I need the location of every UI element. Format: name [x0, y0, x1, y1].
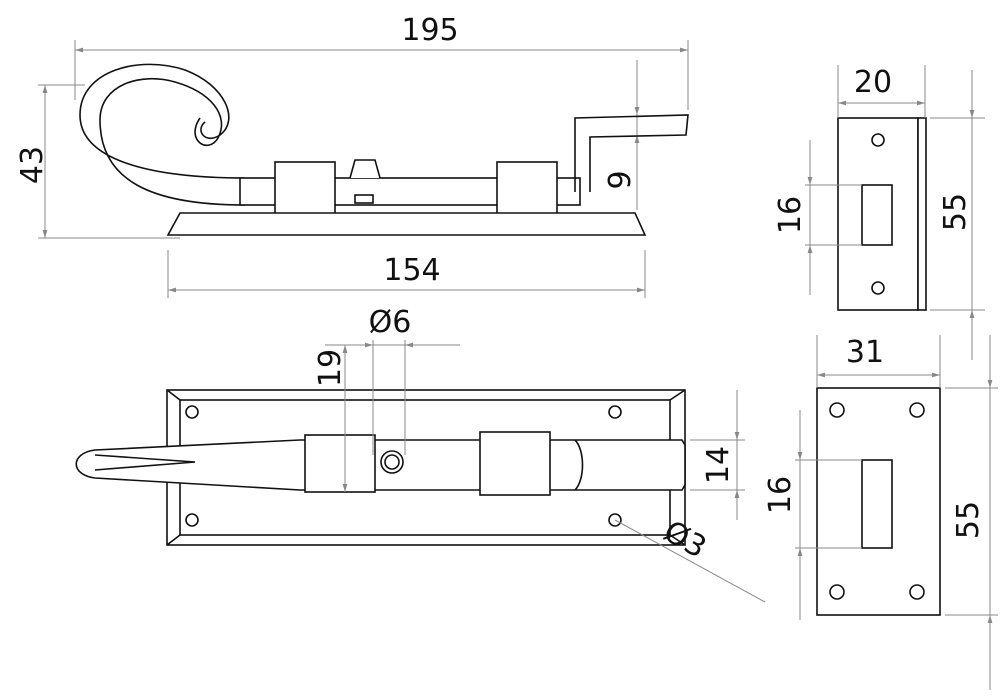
dim-16-label: 16 — [773, 196, 808, 234]
dim-43-label: 43 — [15, 146, 50, 184]
leader-screw-hole — [614, 519, 766, 603]
dim-9-label: 9 — [603, 170, 638, 189]
dim-55b-label: 55 — [951, 501, 986, 539]
side-view: 195 43 9 154 — [15, 13, 689, 298]
dim-20-label: 20 — [854, 65, 892, 100]
dim-31-label: 31 — [846, 335, 884, 370]
dim-14-label: 14 — [701, 446, 736, 484]
dim-55-label: 55 — [938, 193, 973, 231]
keep-front-view: 31 16 55 — [763, 335, 998, 690]
hook-handle — [79, 63, 246, 206]
dim-195-label: 195 — [401, 13, 458, 48]
bracket-right — [496, 161, 558, 216]
keep-side-view: 20 16 55 — [773, 65, 985, 360]
dim-154-label: 154 — [383, 253, 440, 288]
knob — [349, 159, 381, 179]
base-plate — [166, 212, 647, 236]
handle-end — [574, 114, 689, 192]
bracket-left — [274, 161, 336, 216]
top-view: Ø6 19 14 Ø3 — [75, 305, 766, 603]
dim-19-label: 19 — [313, 349, 348, 387]
dim-dia6-label: Ø6 — [369, 305, 412, 340]
dim-16b-label: 16 — [763, 476, 798, 514]
